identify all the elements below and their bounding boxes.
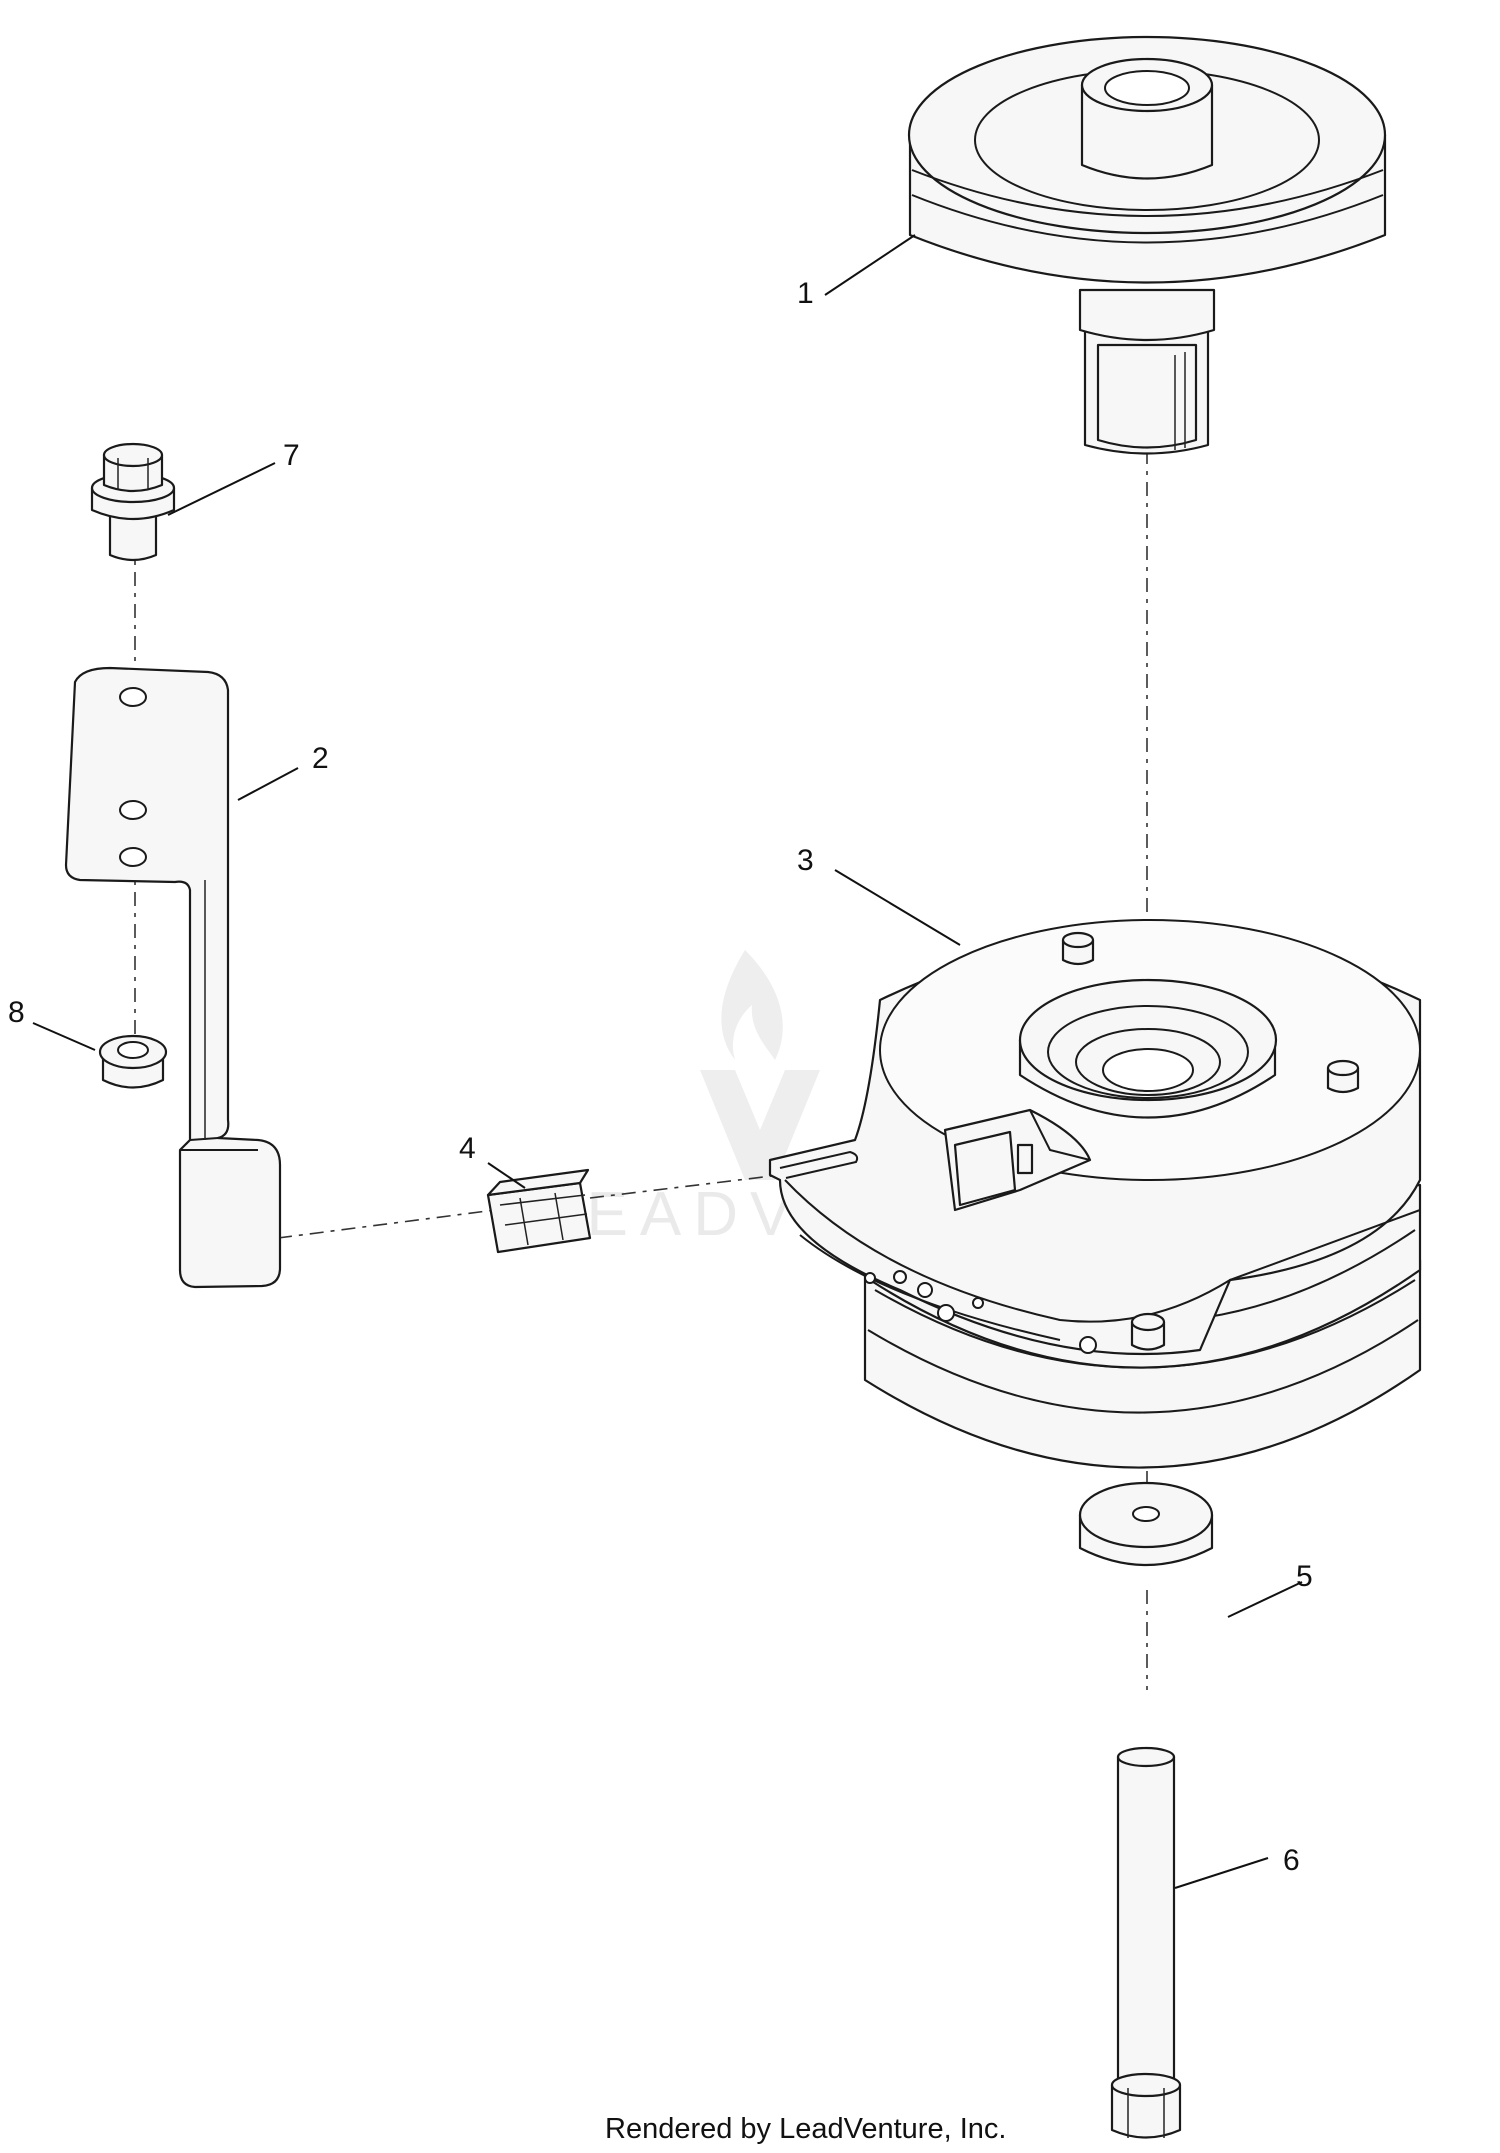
callout-6: 6	[1283, 1844, 1300, 1877]
watermark-logo	[700, 950, 820, 1180]
part-8-nut	[98, 1034, 168, 1089]
centerlines	[134, 450, 1148, 1690]
render-credit: Rendered by LeadVenture, Inc.	[605, 2113, 1006, 2145]
callout-1: 1	[797, 277, 814, 310]
callouts: 1 2 3 4 5 6 7 8	[8, 277, 1313, 1877]
callout-2: 2	[312, 742, 329, 775]
part-6-long-bolt	[1110, 1746, 1182, 2139]
part-1-pulley	[907, 35, 1387, 455]
part-7-bolt	[90, 442, 176, 562]
callout-3: 3	[797, 844, 814, 877]
part-4-connector	[486, 1168, 592, 1254]
part-3-clutch	[768, 919, 1422, 1469]
callout-5: 5	[1296, 1560, 1313, 1593]
callout-4: 4	[459, 1132, 476, 1165]
callout-7: 7	[283, 439, 300, 472]
callout-8: 8	[8, 996, 25, 1029]
leader-lines	[32, 234, 1303, 1889]
part-5-washer	[1078, 1481, 1214, 1567]
part-2-bracket	[64, 666, 282, 1289]
